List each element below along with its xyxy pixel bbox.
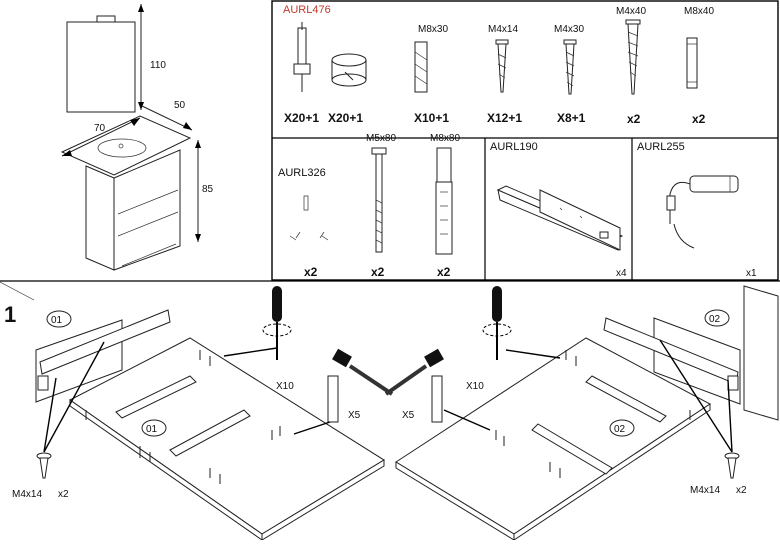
step-number: 1 — [4, 302, 16, 327]
kit-aurl255: AURL255 x1 — [637, 141, 757, 279]
step-1: 1 01 — [0, 281, 779, 541]
right-rail-assembly — [603, 285, 779, 421]
short-screw-icon — [495, 39, 509, 93]
panel-tag-right: 02 — [609, 419, 635, 437]
lamp-icon — [666, 175, 739, 249]
mirror-icon — [66, 21, 136, 113]
part-qty-screw: X8+1 — [557, 111, 586, 125]
m4x14-screw-icon-right — [724, 452, 740, 479]
part-qty-cam-dowel: X20+1 — [284, 111, 319, 125]
m4x14-screw-icon-left — [36, 452, 52, 479]
wood-dowel-icon — [414, 41, 428, 93]
svg-text:01: 01 — [146, 424, 158, 435]
part-spec-m4x40: M4x40 — [616, 6, 646, 17]
screw-icon — [563, 39, 577, 95]
step-tag-right: 02 — [704, 309, 730, 327]
wall-plug-icon — [686, 37, 698, 89]
part-qty-wood-dowel: X10+1 — [414, 111, 449, 125]
mirror-lamp-icon — [96, 15, 116, 23]
svg-text:02: 02 — [614, 424, 626, 435]
kit-code-aurl326: AURL326 — [278, 167, 326, 179]
screw-spec-right: M4x14 — [690, 485, 720, 496]
hammer-icon-left — [332, 348, 394, 396]
long-bolt-icon — [371, 147, 387, 253]
part-qty-short-screw: X12+1 — [487, 111, 522, 125]
dowel-icon-right — [431, 375, 443, 423]
kit-aurl476: AURL476 M8x30 M4x14 M4x30 M4x40 M8x40 — [283, 4, 714, 126]
part-qty-cam-lock: X20+1 — [328, 111, 363, 125]
kit-code-aurl476: AURL476 — [283, 4, 331, 16]
sink-bowl-icon — [97, 138, 147, 158]
screw-qty-left: x2 — [58, 489, 69, 500]
base-height-dimension-label: 85 — [202, 184, 214, 195]
part-spec-m8x40: M8x40 — [684, 6, 714, 17]
hammer-icon-right — [384, 348, 444, 396]
depth-dimension-label: 50 — [174, 100, 186, 111]
screw-count-left: X10 — [276, 381, 294, 392]
hardware-frames — [0, 0, 780, 282]
kit-code-aurl255: AURL255 — [637, 141, 685, 153]
part-spec-m4x14: M4x14 — [488, 24, 518, 35]
kit-code-aurl190: AURL190 — [490, 141, 538, 153]
part-qty-drawer-rail: x4 — [616, 268, 627, 279]
anchor-plug-icon — [435, 147, 453, 255]
cam-lock-icon — [331, 53, 367, 87]
screw-count-right: X10 — [466, 381, 484, 392]
cabinet-front-icon — [113, 149, 181, 271]
left-side-panel — [69, 337, 385, 541]
part-qty-long-bolt: x2 — [371, 265, 385, 279]
dowel-count-left: X5 — [348, 410, 361, 421]
screw-qty-right: x2 — [736, 485, 747, 496]
part-qty-wall-bracket: x2 — [304, 265, 318, 279]
height-dimension-label: 110 — [150, 60, 166, 71]
screwdriver-icon-right — [482, 286, 561, 360]
part-spec-m8x30: M8x30 — [418, 24, 448, 35]
part-qty-wall-plug: x2 — [692, 112, 706, 126]
basin-top-icon — [60, 115, 192, 176]
cam-dowel-icon — [293, 22, 311, 92]
part-spec-m8x80: M8x80 — [430, 133, 460, 144]
panel-tag-left: 01 — [141, 419, 167, 437]
wall-bracket-icon — [289, 195, 329, 241]
svg-text:02: 02 — [709, 314, 721, 325]
part-qty-long-screw: x2 — [627, 112, 641, 126]
step-tag-left: 01 — [46, 310, 72, 328]
long-screw-icon — [625, 19, 641, 95]
part-qty-lamp: x1 — [746, 268, 757, 279]
drawer-rail-icon — [496, 185, 624, 251]
width-dimension-label: 70 — [94, 123, 106, 134]
part-spec-m5x80: M5x80 — [366, 133, 396, 144]
svg-text:01: 01 — [51, 315, 63, 326]
screwdriver-icon-left — [223, 286, 292, 360]
left-rail-assembly — [35, 309, 171, 403]
dowel-count-right: X5 — [402, 410, 415, 421]
cabinet-overview: 110 50 70 85 — [60, 4, 214, 271]
part-qty-anchor-plug: x2 — [437, 265, 451, 279]
kit-aurl326: AURL326 M5x80 M8x80 x2 x2 x2 — [278, 133, 460, 279]
kit-aurl190: AURL190 x4 — [490, 141, 627, 279]
part-spec-m4x30: M4x30 — [554, 24, 584, 35]
screw-spec-left: M4x14 — [12, 489, 42, 500]
right-side-panel — [395, 337, 711, 541]
dowel-icon-left — [327, 375, 339, 423]
